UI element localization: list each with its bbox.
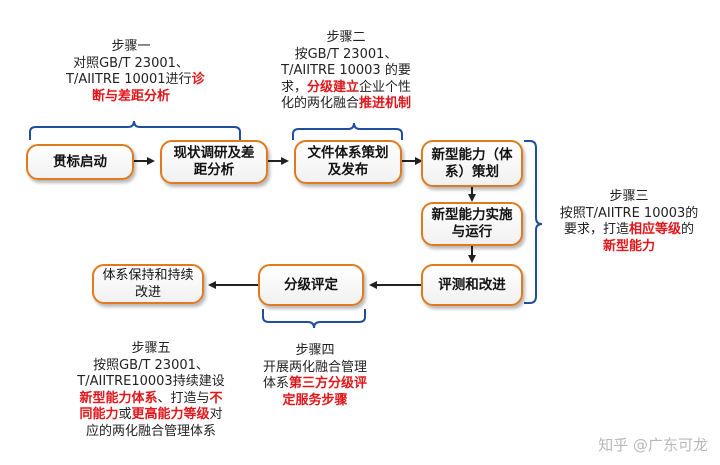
note-step5: 步骤五 按照GB/T 23001、 T/AIITRE10003持续建设 新型能力… [62, 341, 240, 440]
box-docs-label: 文件体系策划及发布 [307, 145, 389, 178]
bracket-step1 [29, 120, 241, 140]
note-step5-line1: 按照GB/T 23001、 [93, 357, 209, 373]
note-step2-line4: 化的两化融合推进机制 [280, 96, 412, 111]
box-survey: 现状调研及差距分析 [160, 140, 268, 184]
bracket-step4 [262, 309, 366, 329]
note-step3-line3: 新型能力 [602, 238, 655, 254]
note-step3-line2: 要求，打造相应等级的 [563, 222, 695, 237]
box-maintain-label: 体系保持和持续改进 [102, 268, 194, 300]
note-step2-line1: 按GB/T 23001、 [294, 46, 398, 62]
note-step1-line2: T/AIITRE 10001进行诊 [66, 72, 205, 87]
bracket-step3 [524, 140, 543, 304]
note-step5-line4: 同能力或更高能力等级对 [79, 407, 223, 422]
note-step1-title: 步骤一 [111, 39, 151, 54]
note-step4-line3: 定服务步骤 [282, 392, 348, 408]
box-start: 贯标启动 [26, 144, 134, 180]
note-step2: 步骤二 按GB/T 23001、 T/AIITRE 10003 的要 求，分级建… [266, 30, 426, 113]
note-step4-line2: 体系第三方分级评 [262, 376, 368, 391]
note-step3: 步骤三 按照T/AIITRE 10003的 要求，打造相应等级的 新型能力 [550, 189, 708, 255]
note-step1: 步骤一 对照GB/T 23001、 T/AIITRE 10001进行诊 断与差距… [66, 39, 205, 105]
note-step4-line1: 开展两化融合管理 [262, 359, 367, 375]
box-survey-label: 现状调研及差距分析 [173, 145, 255, 178]
box-plan: 新型能力（体系）策划 [421, 140, 523, 187]
note-step2-line2: T/AIITRE 10003 的要 [281, 63, 411, 78]
box-implement: 新型能力实施与运行 [421, 202, 523, 246]
box-evaluate: 评测和改进 [421, 264, 523, 306]
note-step5-title: 步骤五 [131, 341, 171, 356]
box-grade: 分级评定 [258, 264, 364, 306]
note-step3-line1: 按照T/AIITRE 10003的 [559, 205, 699, 221]
box-implement-label: 新型能力实施与运行 [431, 207, 513, 240]
box-start-label: 贯标启动 [53, 153, 107, 170]
bracket-step2 [292, 122, 403, 140]
box-docs: 文件体系策划及发布 [294, 140, 402, 184]
box-maintain: 体系保持和持续改进 [92, 264, 204, 304]
note-step3-title: 步骤三 [609, 189, 649, 204]
note-step5-line2: T/AIITRE10003持续建设 [77, 374, 225, 389]
note-step4-title: 步骤四 [295, 343, 335, 358]
note-step5-line3: 新型能力体系、打造与不 [79, 390, 223, 406]
note-step4: 步骤四 开展两化融合管理 体系第三方分级评 定服务步骤 [250, 343, 380, 409]
note-step2-line3: 求，分级建立企业个性 [280, 79, 412, 95]
watermark: 知乎 @广东可龙 [598, 436, 708, 454]
note-step5-line5: 应的两化融合管理体系 [85, 423, 216, 439]
note-step1-line1: 对照GB/T 23001、 [73, 55, 189, 71]
box-grade-label: 分级评定 [284, 276, 338, 293]
box-evaluate-label: 评测和改进 [438, 276, 506, 293]
note-step2-title: 步骤二 [326, 30, 366, 45]
box-plan-label: 新型能力（体系）策划 [431, 146, 513, 180]
note-step1-line3: 断与差距分析 [91, 88, 170, 104]
